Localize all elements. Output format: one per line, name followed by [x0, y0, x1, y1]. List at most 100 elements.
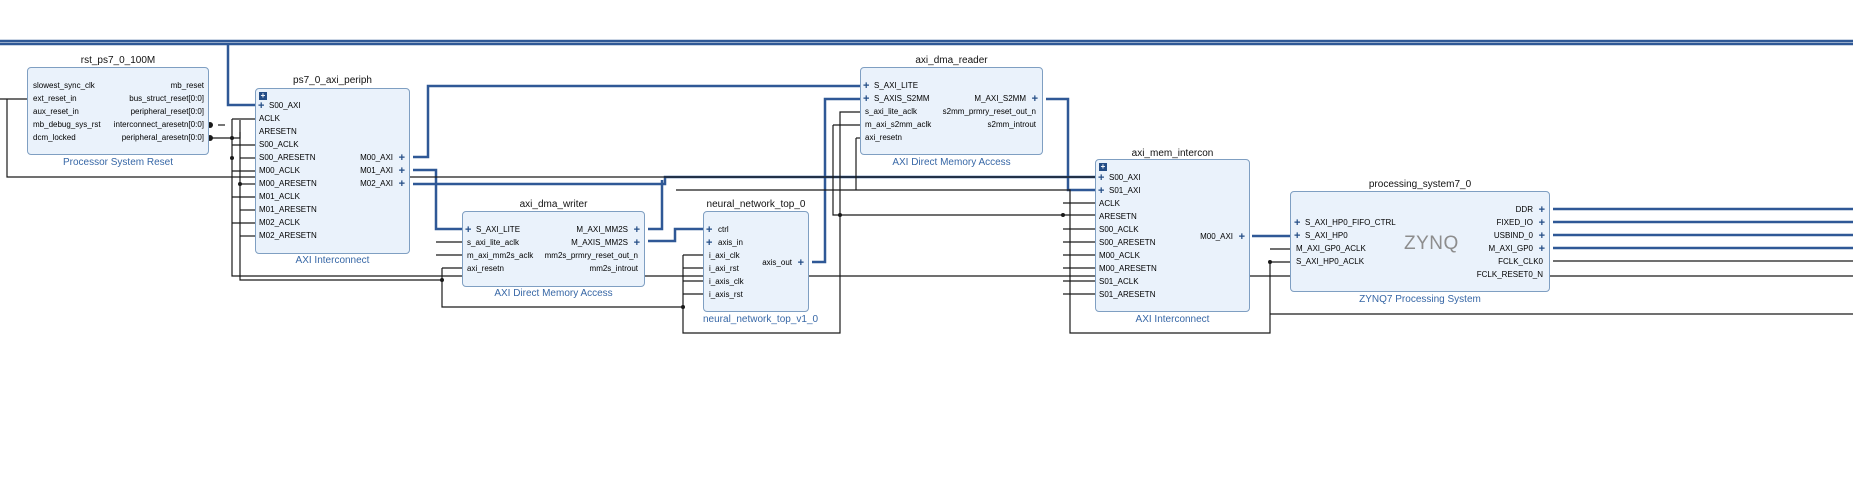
- plus-box-icon[interactable]: +: [1099, 162, 1107, 171]
- pin-label[interactable]: i_axi_clk: [709, 251, 740, 260]
- pin-label[interactable]: S00_AXI: [1109, 173, 1141, 182]
- pin-label[interactable]: ACLK: [259, 114, 280, 123]
- pin-label[interactable]: M_AXIS_MM2S: [571, 238, 628, 247]
- pin-label[interactable]: s2mm_introut: [987, 120, 1036, 129]
- pin-label[interactable]: peripheral_reset[0:0]: [130, 107, 204, 116]
- bus-expand-icon[interactable]: +: [1538, 204, 1545, 216]
- pin-label[interactable]: s_axi_lite_aclk: [865, 107, 918, 116]
- pin-label[interactable]: M02_ACLK: [259, 218, 300, 227]
- pin-label[interactable]: M_AXI_MM2S: [576, 225, 628, 234]
- pin-label[interactable]: axi_resetn: [865, 133, 902, 142]
- pin-label[interactable]: i_axis_rst: [709, 290, 743, 299]
- pin-label[interactable]: FCLK_RESET0_N: [1476, 270, 1543, 279]
- pin-label[interactable]: ARESETN: [1099, 212, 1137, 221]
- pin-label[interactable]: M00_AXI: [360, 153, 393, 162]
- pin-label[interactable]: FCLK_CLK0: [1498, 257, 1543, 266]
- pin-label[interactable]: bus_struct_reset[0:0]: [129, 94, 204, 103]
- bus-expand-icon[interactable]: +: [398, 178, 405, 190]
- pin-label[interactable]: s2mm_prmry_reset_out_n: [942, 107, 1036, 116]
- pin-label[interactable]: axis_in: [718, 238, 743, 247]
- bus-expand-icon[interactable]: +: [706, 237, 713, 249]
- pin-label[interactable]: S_AXIS_S2MM: [874, 94, 930, 103]
- pin-label[interactable]: S_AXI_HP0_FIFO_CTRL: [1305, 218, 1396, 227]
- axi-periph-interconnect-block[interactable]: + + S00_AXI ACLK ARESETN S00_ACLK S00_AR…: [255, 88, 410, 254]
- pin-label[interactable]: M02_ARESETN: [259, 231, 317, 240]
- bus-expand-icon[interactable]: +: [1538, 217, 1545, 229]
- pin-label[interactable]: mm2s_introut: [589, 264, 638, 273]
- zynq-ps7-block[interactable]: + S_AXI_HP0_FIFO_CTRL + S_AXI_HP0 M_AXI_…: [1290, 191, 1550, 292]
- bus-expand-icon[interactable]: +: [706, 224, 713, 236]
- pin-label[interactable]: interconnect_aresetn[0:0]: [113, 120, 204, 129]
- pin-label[interactable]: M02_AXI: [360, 179, 393, 188]
- pin-label[interactable]: M_AXI_S2MM: [974, 94, 1026, 103]
- pin-label[interactable]: M00_AXI: [1200, 232, 1233, 241]
- pin-label[interactable]: mm2s_prmry_reset_out_n: [544, 251, 638, 260]
- proc-sys-reset-block[interactable]: slowest_sync_clk ext_reset_in aux_reset_…: [27, 67, 209, 155]
- pin-label[interactable]: M01_AXI: [360, 166, 393, 175]
- pin-label[interactable]: axis_out: [762, 258, 792, 267]
- bus-expand-icon[interactable]: +: [1538, 243, 1545, 255]
- pin-label[interactable]: S00_AXI: [269, 101, 301, 110]
- pin-label[interactable]: axi_resetn: [467, 264, 504, 273]
- pin-label[interactable]: S_AXI_LITE: [476, 225, 521, 234]
- pin-label[interactable]: i_axi_rst: [709, 264, 739, 273]
- bus-expand-icon[interactable]: +: [465, 224, 472, 236]
- pin-label[interactable]: M00_ARESETN: [1099, 264, 1157, 273]
- pin-label[interactable]: S_AXI_LITE: [874, 81, 919, 90]
- pin-label[interactable]: M_AXI_GP0: [1488, 244, 1533, 253]
- plus-box-icon[interactable]: +: [259, 91, 267, 100]
- pin-label[interactable]: i_axis_clk: [709, 277, 744, 286]
- pin-label[interactable]: FIXED_IO: [1496, 218, 1533, 227]
- pin-label[interactable]: S_AXI_HP0_ACLK: [1296, 257, 1365, 266]
- bus-expand-icon[interactable]: +: [1098, 172, 1105, 184]
- pin-label[interactable]: m_axi_mm2s_aclk: [467, 251, 534, 260]
- bus-expand-icon[interactable]: +: [633, 224, 640, 236]
- pin-label[interactable]: ARESETN: [259, 127, 297, 136]
- pin-label[interactable]: DDR: [1515, 205, 1533, 214]
- pin-label[interactable]: S01_ACLK: [1099, 277, 1139, 286]
- bus-expand-icon[interactable]: +: [1031, 93, 1038, 105]
- bus-expand-icon[interactable]: +: [258, 100, 265, 112]
- bus-expand-icon[interactable]: +: [398, 165, 405, 177]
- pin-label[interactable]: M00_ACLK: [1099, 251, 1140, 260]
- pin-label[interactable]: S01_AXI: [1109, 186, 1141, 195]
- pin-label[interactable]: aux_reset_in: [33, 107, 79, 116]
- pin-label[interactable]: ext_reset_in: [33, 94, 77, 103]
- axi-dma-writer-block[interactable]: + S_AXI_LITE s_axi_lite_aclk m_axi_mm2s_…: [462, 211, 645, 287]
- pin-label[interactable]: S00_ACLK: [1099, 225, 1139, 234]
- pin-label[interactable]: S00_ARESETN: [259, 153, 316, 162]
- pin-label[interactable]: USBIND_0: [1493, 231, 1533, 240]
- pin-label[interactable]: S01_ARESETN: [1099, 290, 1156, 299]
- pin-label[interactable]: S00_ARESETN: [1099, 238, 1156, 247]
- bus-expand-icon[interactable]: +: [1294, 230, 1301, 242]
- pin-label[interactable]: mb_reset: [170, 81, 204, 90]
- pin-label[interactable]: peripheral_aresetn[0:0]: [121, 133, 204, 142]
- bus-expand-icon[interactable]: +: [797, 257, 804, 269]
- pin-label[interactable]: ACLK: [1099, 199, 1120, 208]
- pin-label[interactable]: M_AXI_GP0_ACLK: [1296, 244, 1366, 253]
- pin-label[interactable]: m_axi_s2mm_aclk: [865, 120, 932, 129]
- pin-label[interactable]: S00_ACLK: [259, 140, 299, 149]
- pin-label[interactable]: M01_ACLK: [259, 192, 300, 201]
- pin-label[interactable]: S_AXI_HP0: [1305, 231, 1348, 240]
- pin-label[interactable]: M01_ARESETN: [259, 205, 317, 214]
- pin-label[interactable]: slowest_sync_clk: [33, 81, 95, 90]
- block-subtitle: AXI Direct Memory Access: [494, 288, 613, 299]
- bus-expand-icon[interactable]: +: [863, 93, 870, 105]
- bus-expand-icon[interactable]: +: [1098, 185, 1105, 197]
- neural-network-block[interactable]: + ctrl + axis_in i_axi_clk i_axi_rst i_a…: [703, 211, 809, 312]
- pin-label[interactable]: mb_debug_sys_rst: [33, 120, 101, 129]
- bus-expand-icon[interactable]: +: [1238, 231, 1245, 243]
- axi-mem-interconnect-block[interactable]: + + S00_AXI + S01_AXI ACLK ARESETN S00_A…: [1095, 159, 1250, 312]
- pin-label[interactable]: ctrl: [718, 225, 729, 234]
- bus-expand-icon[interactable]: +: [633, 237, 640, 249]
- bus-expand-icon[interactable]: +: [863, 80, 870, 92]
- pin-label[interactable]: dcm_locked: [33, 133, 76, 142]
- bus-expand-icon[interactable]: +: [1538, 230, 1545, 242]
- pin-label[interactable]: M00_ACLK: [259, 166, 300, 175]
- bus-expand-icon[interactable]: +: [398, 152, 405, 164]
- bus-expand-icon[interactable]: +: [1294, 217, 1301, 229]
- axi-dma-reader-block[interactable]: + S_AXI_LITE + S_AXIS_S2MM s_axi_lite_ac…: [860, 67, 1043, 155]
- pin-label[interactable]: M00_ARESETN: [259, 179, 317, 188]
- pin-label[interactable]: s_axi_lite_aclk: [467, 238, 520, 247]
